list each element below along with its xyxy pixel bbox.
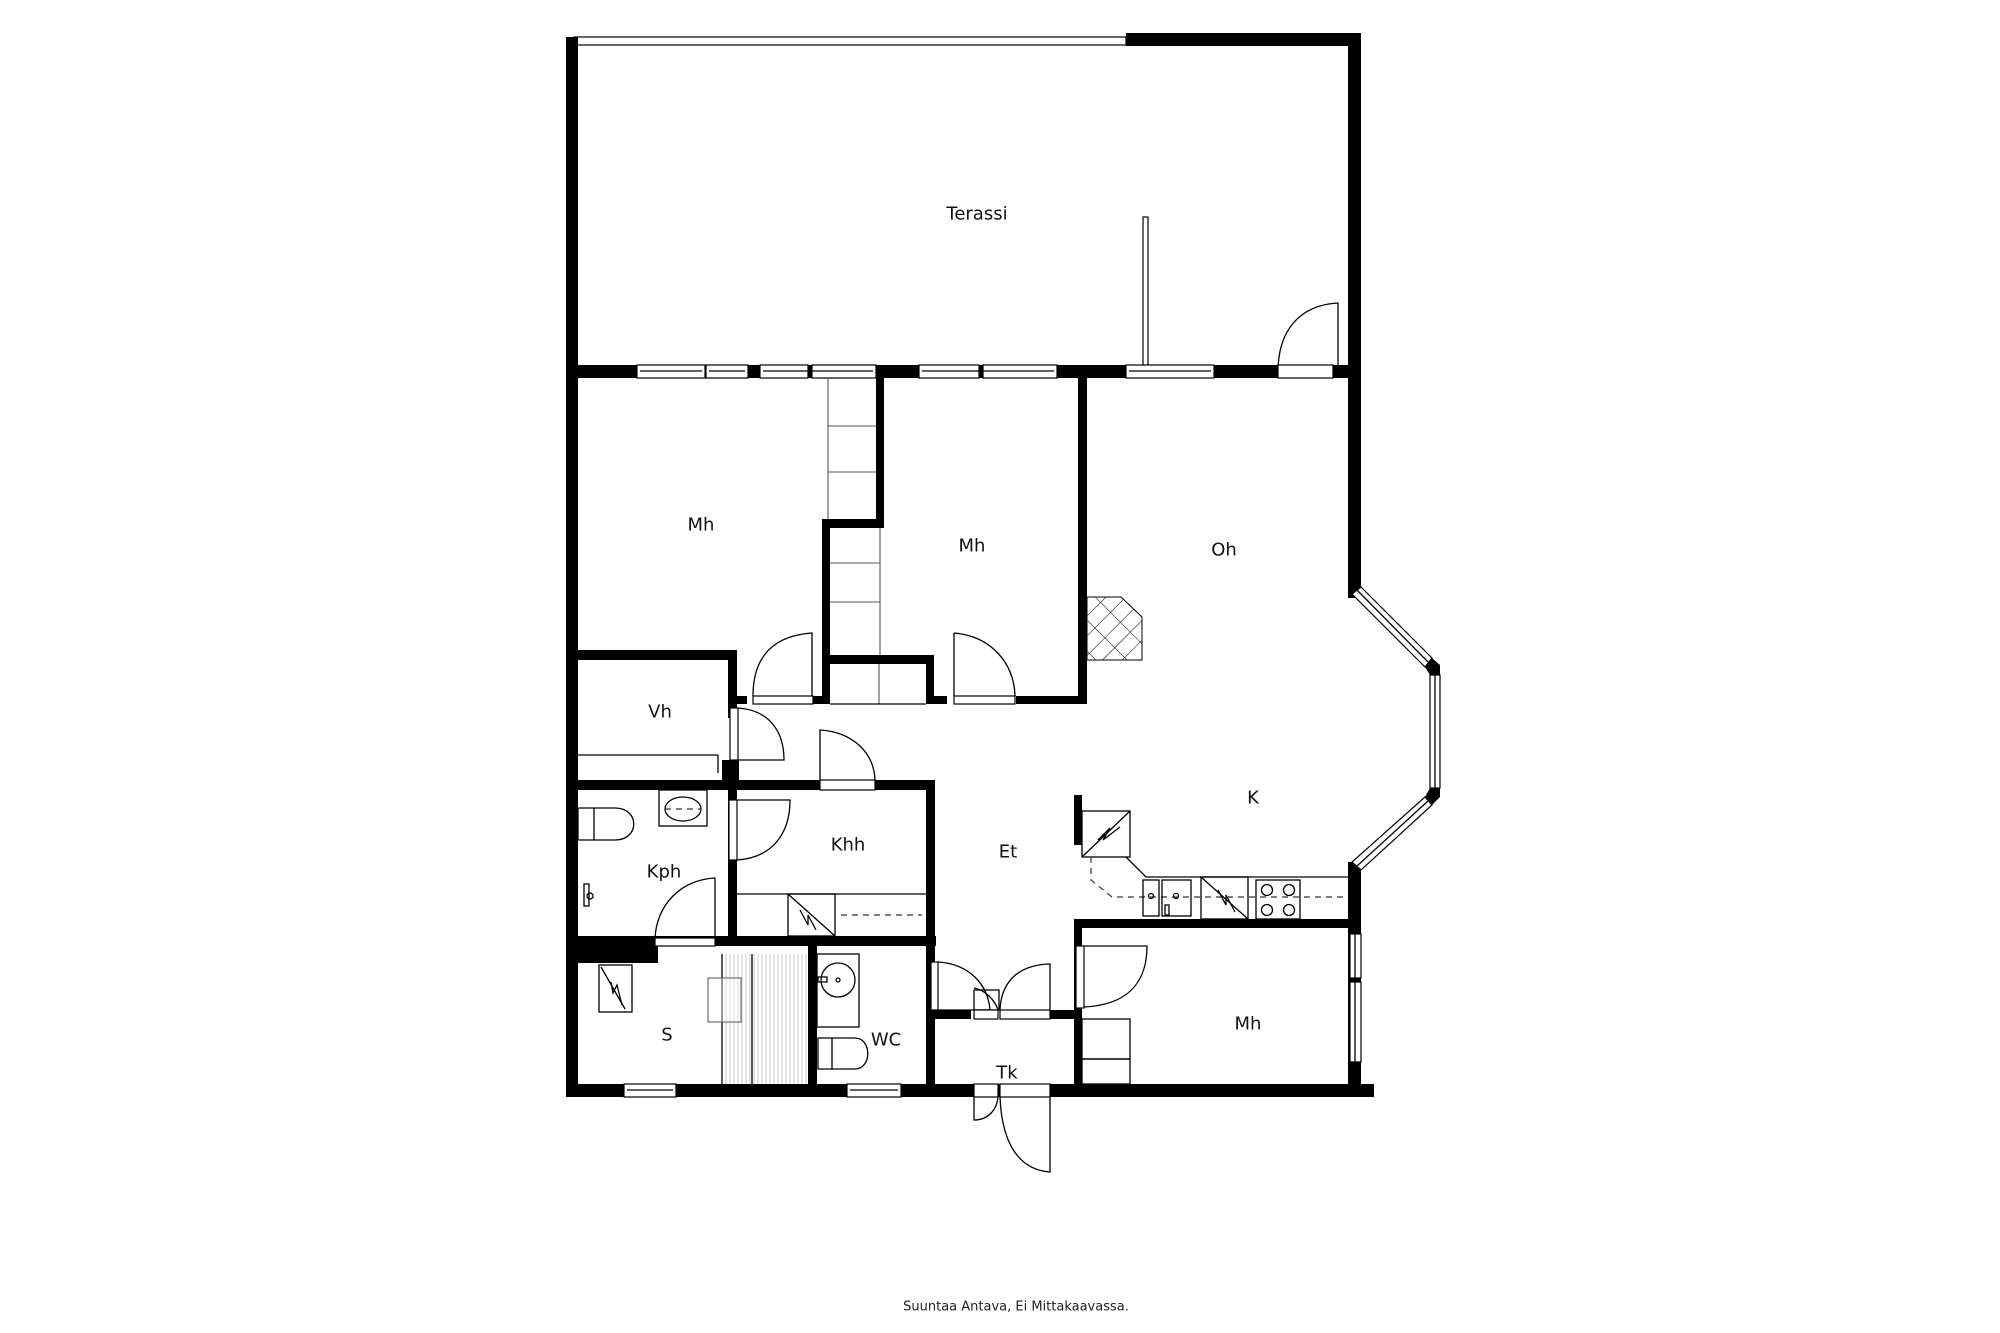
sink-left [1142,879,1160,917]
room-label-kph: Kph [646,861,682,883]
terrace-door-swing [1277,302,1339,373]
doors [654,632,1148,1173]
main-north-wall [566,364,1361,379]
room-label-mh-middle: Mh [958,535,986,557]
stove [1255,879,1301,920]
room-label-mh-left: Mh [687,514,715,536]
sauna-benches [722,954,808,1084]
sauna-heater [598,964,633,1013]
room-label-oh: Oh [1211,539,1237,561]
fridge [1081,810,1131,858]
room-label-khh: Khh [830,834,866,856]
kph-toilet [577,807,635,841]
room-label-mh-right: Mh [1234,1013,1262,1035]
bathroom-sink [658,789,708,827]
wardrobe [1081,1018,1131,1060]
room-label-k: K [1247,787,1259,809]
room-label-s: S [661,1024,673,1046]
terrace-door [1277,364,1334,379]
fixtures [577,596,1348,1085]
room-label-wc: WC [870,1029,902,1051]
washing-machine [787,893,836,937]
room-label-terassi: Terassi [946,203,1008,225]
terrace-partition [1142,216,1149,366]
sauna-stool [707,977,742,1023]
terrace-top-wall [1126,33,1361,46]
terrace [566,33,1361,377]
dishwasher [1200,876,1249,920]
outer-walls [566,365,1441,1098]
room-label-et: Et [998,841,1018,863]
wc-sink-counter [816,953,860,1028]
terrace-right-wall [1348,33,1361,377]
terrace-railing [573,36,1127,46]
interior-walls [566,378,1361,1097]
bay-window-upper [1351,586,1433,668]
sink-right [1161,879,1192,917]
disclaimer-caption: Suuntaa Antava, Ei Mittakaavassa. [903,1299,1129,1315]
wc-toilet [817,1037,869,1070]
room-label-tk: Tk [996,1062,1018,1084]
terrace-left-wall [566,37,578,377]
room-label-vh: Vh [648,701,672,723]
